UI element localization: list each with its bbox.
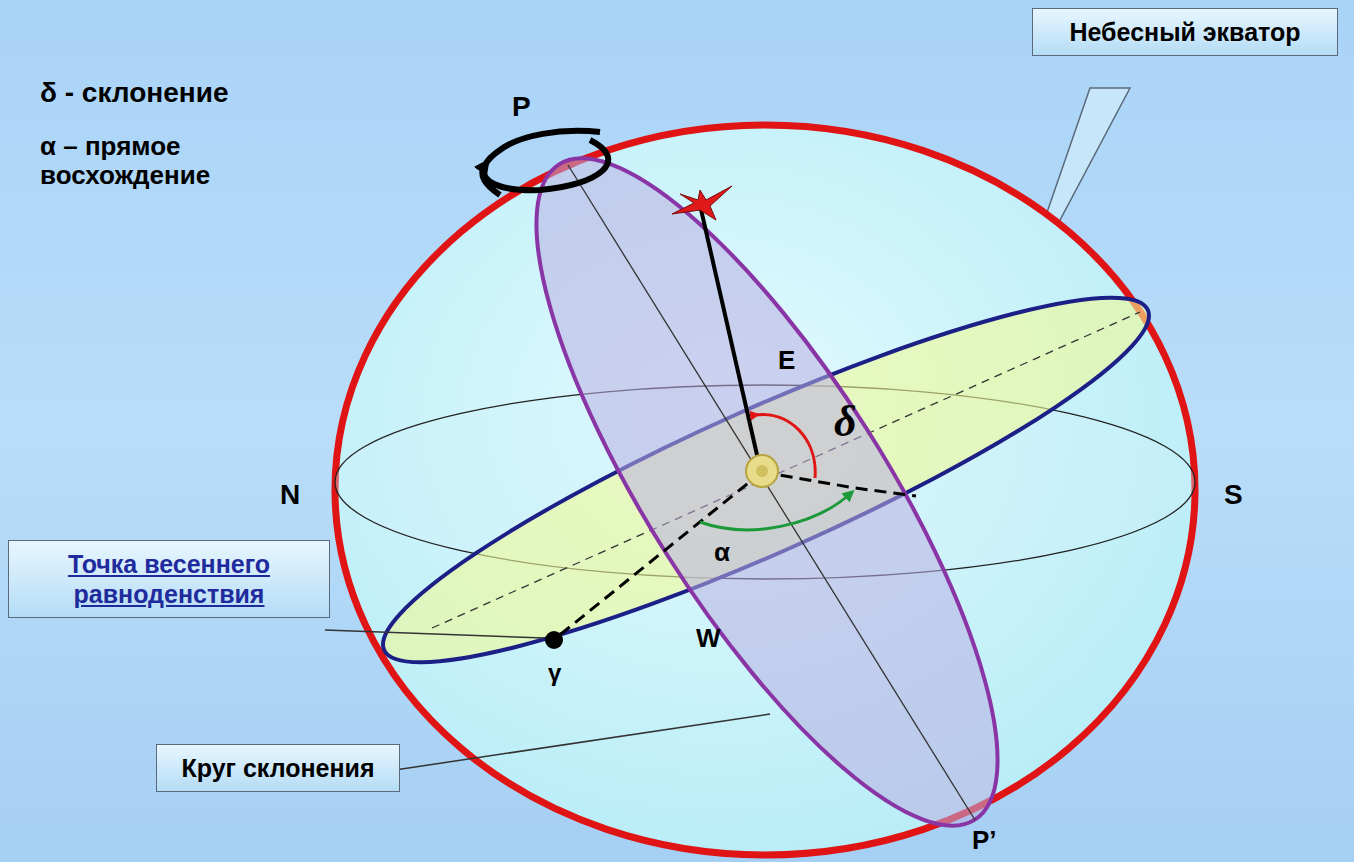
declination-circle: [459, 101, 1074, 862]
world-axis: [568, 165, 975, 820]
callout-text: Круг склонения: [167, 753, 389, 783]
callout-box: Точка весеннего равноденствия: [8, 540, 330, 618]
observer-center: [756, 465, 768, 477]
diagram-label: γ: [548, 660, 561, 686]
diagram-label: N: [280, 480, 300, 511]
callout-text: Точка весеннего равноденствия: [19, 549, 319, 609]
rotation-arrow-head: [482, 165, 500, 195]
equinox-point: [545, 631, 563, 649]
declination-arc: [755, 414, 815, 478]
observer-point: [746, 455, 778, 487]
diagram-label: W: [696, 624, 721, 653]
diagram-label: δ - склонение: [40, 78, 229, 109]
leader-line: [325, 630, 544, 638]
diagram-label: α: [714, 538, 730, 567]
diagram-label: P’: [972, 826, 997, 855]
right-ascension-arc: [700, 494, 850, 530]
callout-text: Небесный экватор: [1043, 17, 1327, 47]
callout-box: Небесный экватор: [1032, 8, 1338, 56]
diagram-label: α – прямое восхождение: [40, 132, 310, 189]
diagram-label: P: [512, 92, 531, 123]
diagram-label: δ: [834, 398, 857, 446]
leader-line: [395, 714, 770, 770]
diagram-label: E: [778, 346, 795, 375]
star: [672, 186, 732, 220]
diagram-label: S: [1224, 480, 1243, 511]
equinox-dashed-line: [556, 472, 762, 638]
star-projection-line: [762, 472, 916, 496]
rotation-arrow: [484, 131, 609, 190]
star-radius: [700, 205, 760, 468]
callout-box: Круг склонения: [156, 744, 400, 792]
